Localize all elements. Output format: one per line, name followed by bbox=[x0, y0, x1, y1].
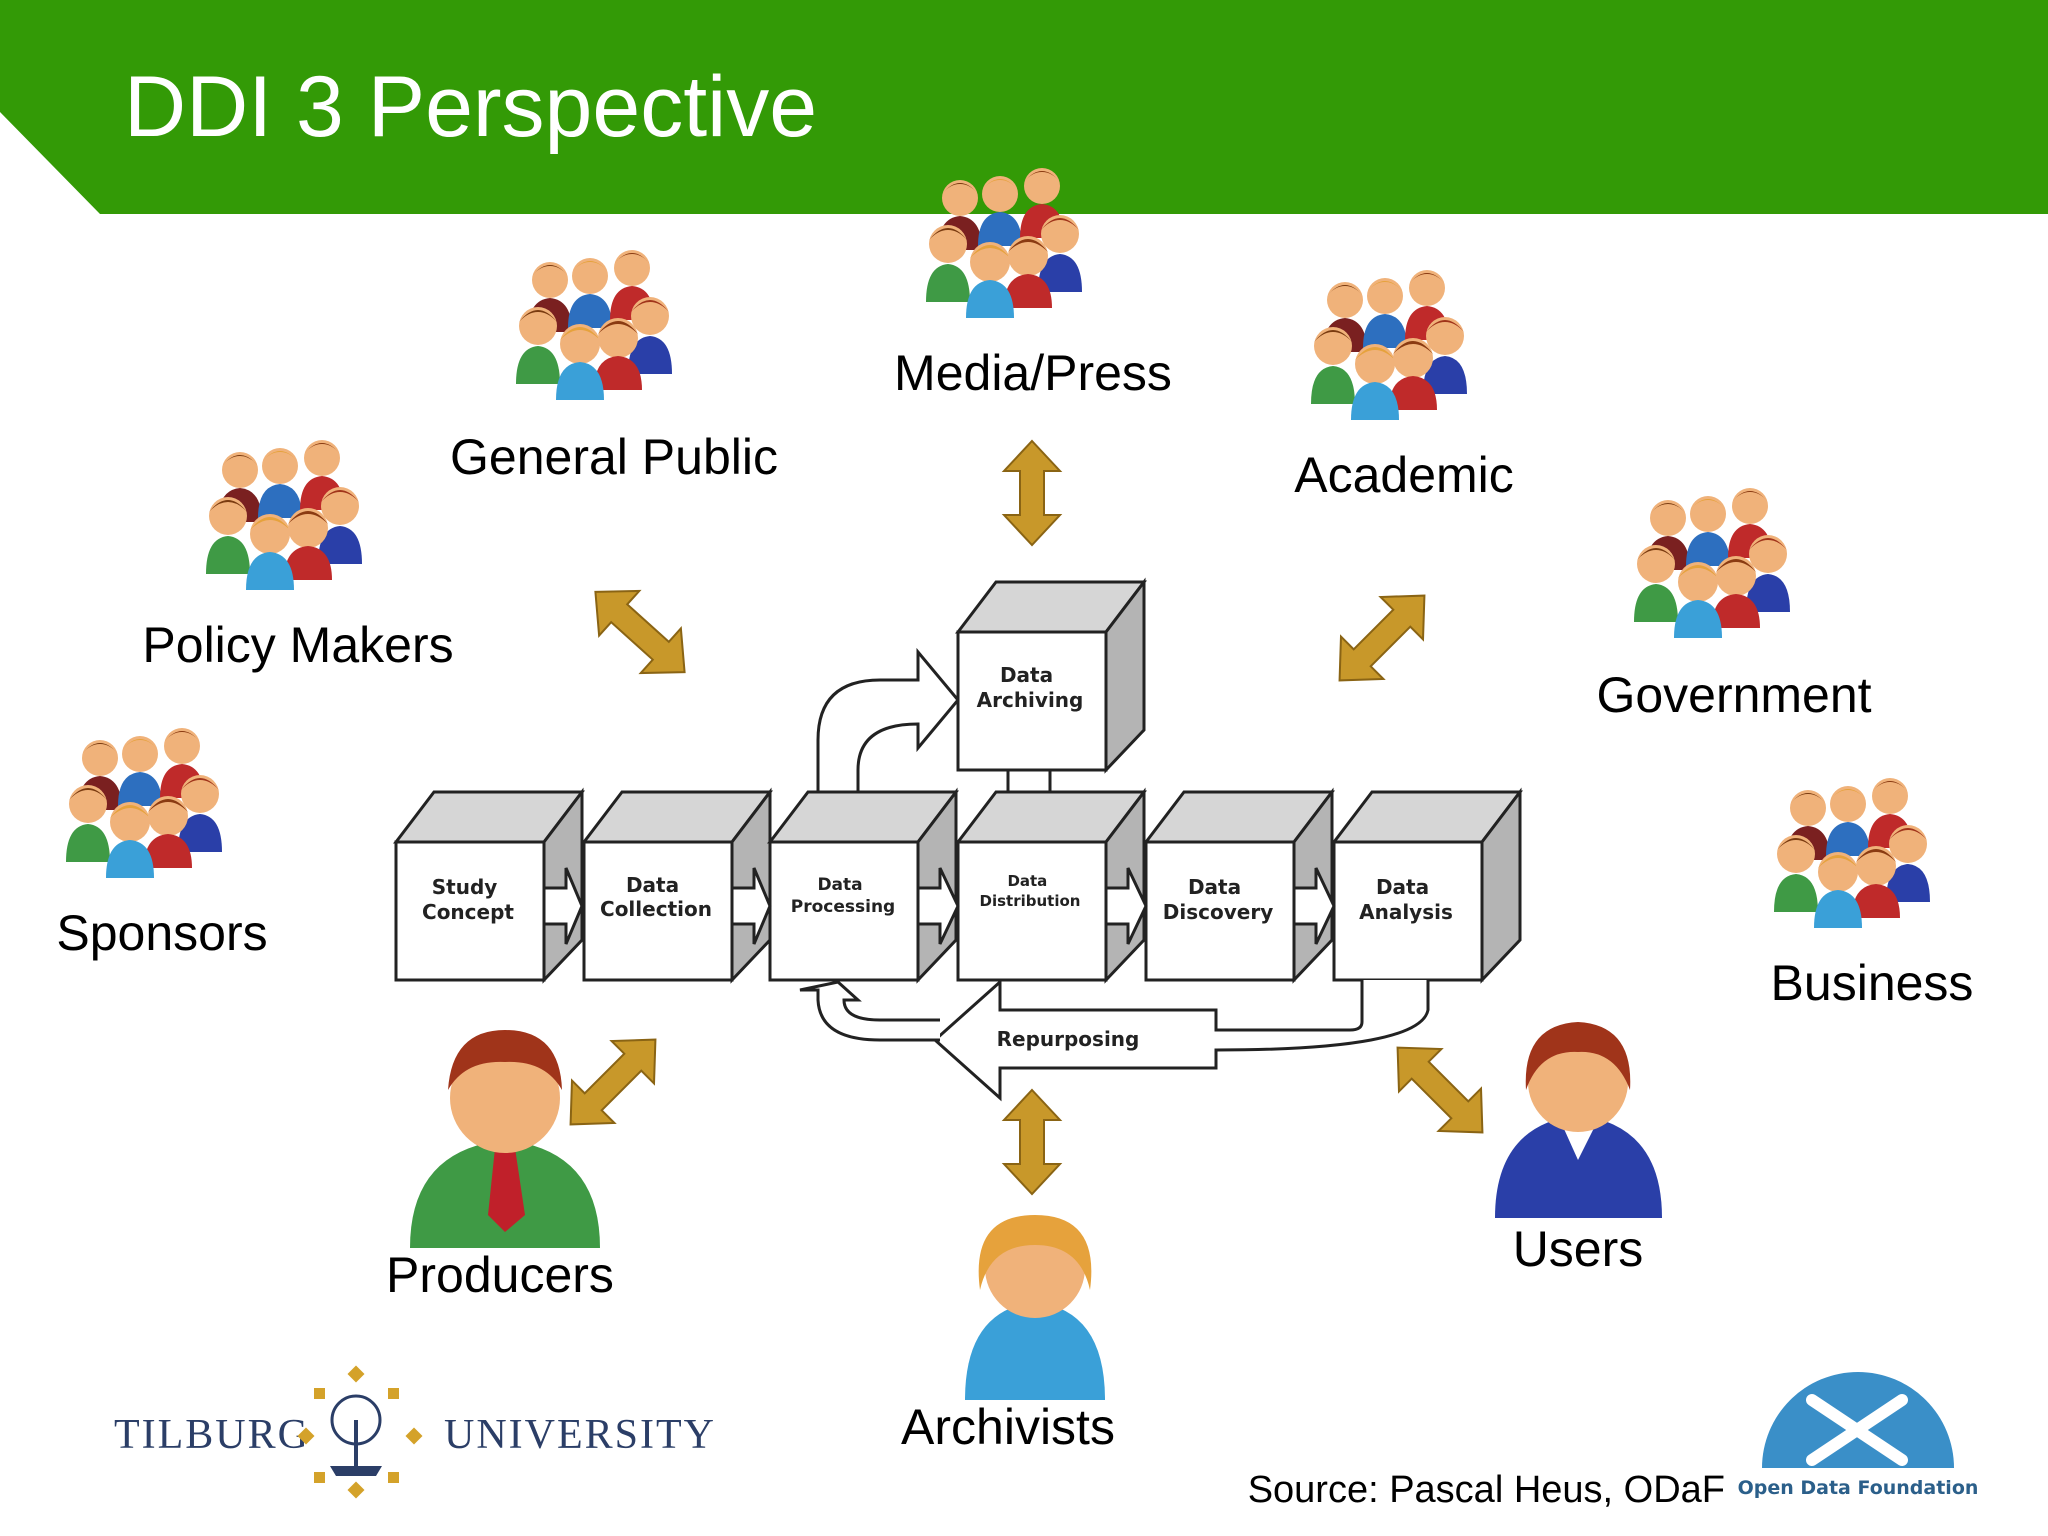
cube-data-discovery bbox=[1142, 787, 1336, 984]
label-data-distribution: Data Distribution bbox=[980, 872, 1081, 910]
slide-title: DDI 3 Perspective bbox=[124, 59, 817, 155]
cube-data-collection bbox=[580, 787, 774, 984]
header-band: DDI 3 Perspective bbox=[0, 0, 2048, 214]
label-producers: Producers bbox=[386, 1247, 614, 1303]
cube-data-processing bbox=[766, 787, 960, 984]
label-data-archiving: Data Archiving bbox=[977, 663, 1084, 712]
label-archivists: Archivists bbox=[901, 1399, 1115, 1455]
source-credit: Source: Pascal Heus, ODaF bbox=[1248, 1469, 1725, 1511]
double-arrows bbox=[569, 439, 1484, 1196]
media-press-group-icon bbox=[926, 168, 1082, 318]
media-press-double-arrow bbox=[1001, 439, 1063, 547]
label-policy-makers: Policy Makers bbox=[142, 617, 453, 673]
policy-makers-group-icon bbox=[206, 440, 362, 590]
label-academic: Academic bbox=[1294, 447, 1514, 503]
cube-study-concept bbox=[392, 787, 586, 984]
lifecycle-diagram bbox=[392, 577, 1524, 1102]
label-data-discovery: Data Discovery bbox=[1163, 875, 1273, 924]
odaf-logo: Open Data Foundation bbox=[1738, 1372, 1979, 1504]
label-data-processing: Data Processing bbox=[791, 875, 895, 917]
users-double-arrow bbox=[1396, 1046, 1484, 1134]
label-general-public: General Public bbox=[450, 429, 778, 485]
logo-university-text: UNIVERSITY bbox=[444, 1412, 716, 1458]
odaf-logo-text: Open Data Foundation bbox=[1738, 1477, 1979, 1499]
repurposing-arrow bbox=[932, 978, 1430, 1102]
general-public-group-icon bbox=[516, 250, 672, 400]
cube-data-analysis bbox=[1330, 787, 1524, 984]
header-background bbox=[0, 0, 2048, 214]
label-media-press: Media/Press bbox=[894, 345, 1172, 401]
producers-person-icon bbox=[410, 1030, 600, 1248]
label-sponsors: Sponsors bbox=[56, 905, 267, 961]
label-study-concept: Study Concept bbox=[422, 875, 514, 924]
label-business: Business bbox=[1771, 955, 1974, 1011]
producers-double-arrow bbox=[569, 1038, 657, 1126]
archivists-person-icon bbox=[965, 1215, 1105, 1400]
label-repurposing: Repurposing bbox=[997, 1027, 1140, 1051]
archivists-double-arrow bbox=[1001, 1088, 1063, 1196]
label-data-analysis: Data Analysis bbox=[1359, 875, 1453, 924]
general-public-double-arrow bbox=[594, 589, 686, 675]
label-data-collection: Data Collection bbox=[600, 873, 712, 921]
tilburg-university-logo: TILBURG UNIVERSITY bbox=[114, 1365, 716, 1499]
tilburg-crest-icon bbox=[297, 1365, 423, 1499]
business-group-icon bbox=[1774, 778, 1930, 928]
label-government: Government bbox=[1596, 667, 1871, 723]
cube-data-archiving bbox=[954, 577, 1148, 774]
label-users: Users bbox=[1513, 1221, 1644, 1277]
academic-group-icon bbox=[1311, 270, 1467, 420]
odaf-dome-icon bbox=[1762, 1372, 1954, 1468]
sponsors-group-icon bbox=[66, 728, 222, 878]
government-group-icon bbox=[1634, 488, 1790, 638]
logo-tilburg-text: TILBURG bbox=[114, 1412, 310, 1458]
users-person-icon bbox=[1495, 1022, 1662, 1218]
academic-double-arrow bbox=[1338, 594, 1426, 682]
repurposing-return-arrow bbox=[799, 980, 940, 1042]
